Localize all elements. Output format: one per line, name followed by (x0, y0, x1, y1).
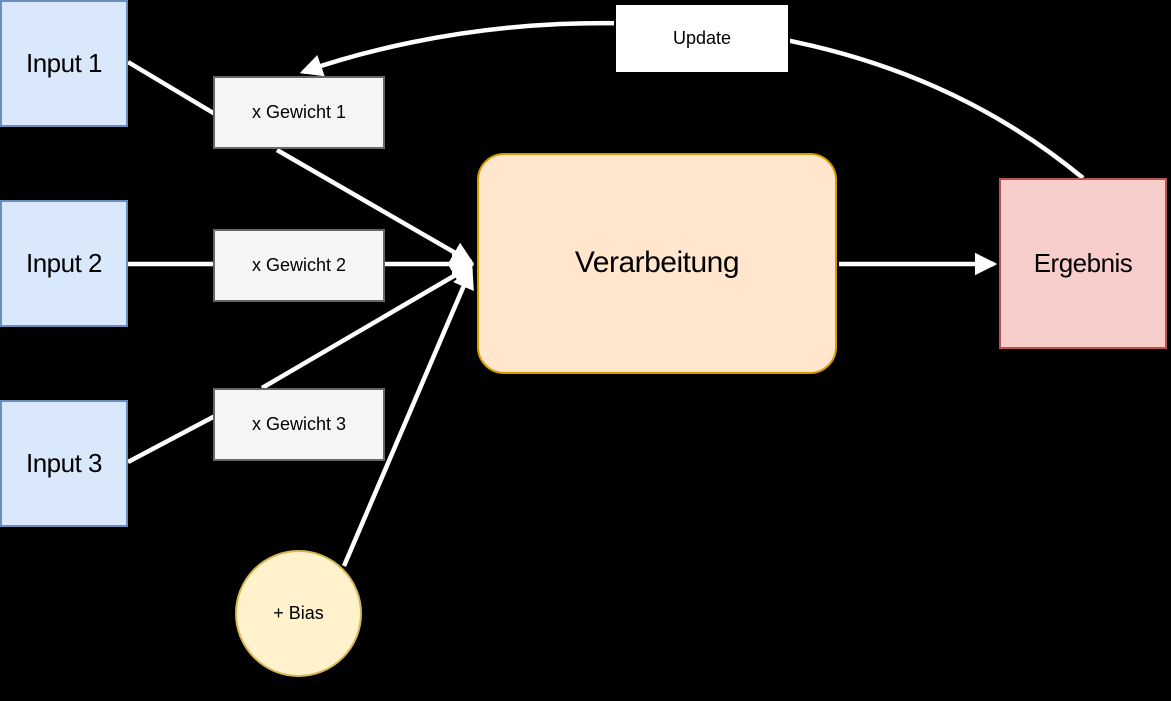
node-gewicht-2-label: x Gewicht 2 (251, 255, 347, 276)
edge-input3-to-gewicht3 (126, 414, 217, 464)
node-bias: + Bias (235, 550, 362, 677)
node-gewicht-3: x Gewicht 3 (213, 388, 385, 461)
node-verarbeitung-label: Verarbeitung (574, 246, 740, 280)
node-input-2-label: Input 2 (25, 247, 103, 278)
node-bias-label: + Bias (273, 603, 324, 624)
node-gewicht-3-label: x Gewicht 3 (251, 414, 347, 435)
node-update-label: Update (672, 28, 732, 49)
node-gewicht-2: x Gewicht 2 (213, 229, 385, 302)
node-verarbeitung: Verarbeitung (477, 153, 837, 374)
edge-input1-to-gewicht1 (126, 60, 217, 116)
node-ergebnis: Ergebnis (999, 178, 1167, 349)
node-input-1-label: Input 1 (25, 47, 103, 78)
node-input-1: Input 1 (0, 0, 128, 127)
node-input-3-label: Input 3 (25, 447, 103, 478)
node-gewicht-1-label: x Gewicht 1 (251, 102, 347, 123)
node-update: Update (614, 3, 790, 74)
edge-gewicht1-to-verarbeitung (275, 148, 474, 264)
edge-bias-to-verarbeitung (341, 265, 474, 567)
node-ergebnis-label: Ergebnis (1033, 247, 1133, 278)
node-input-2: Input 2 (0, 200, 128, 327)
node-gewicht-1: x Gewicht 1 (213, 76, 385, 149)
edge-gewicht3-to-verarbeitung (260, 264, 474, 390)
node-input-3: Input 3 (0, 400, 128, 527)
